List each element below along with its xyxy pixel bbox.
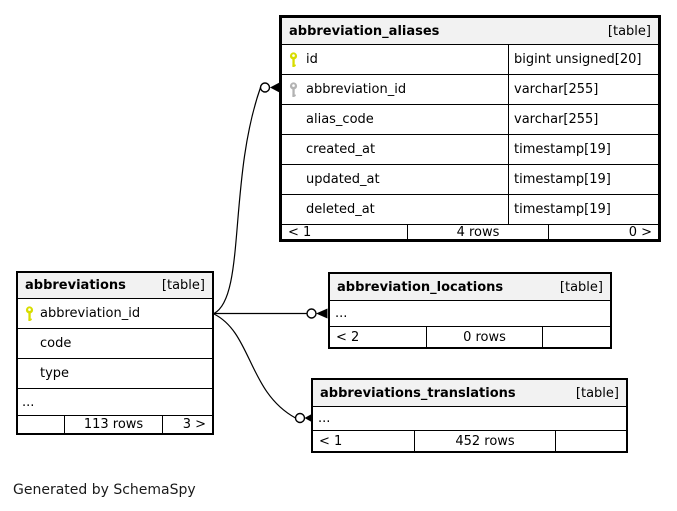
column-name: type — [40, 366, 70, 381]
table-tag: [table] — [607, 23, 651, 39]
column-row: id bigint unsigned[20] — [282, 45, 658, 75]
arrowhead-icon — [316, 308, 328, 319]
column-row-ellipsis: ... — [18, 389, 212, 416]
column-name: ... — [335, 306, 348, 321]
column-name: ... — [22, 394, 35, 410]
column-row-ellipsis: ... — [330, 301, 610, 327]
column-row: deleted_at timestamp[19] — [282, 195, 658, 225]
table-footer: < 1 4 rows 0 > — [282, 225, 658, 239]
column-row: type — [18, 359, 212, 389]
table-node-abbreviations-translations[interactable]: abbreviations_translations [table] ... <… — [311, 378, 628, 453]
column-type: varchar[255] — [508, 105, 658, 134]
table-title[interactable]: abbreviation_locations — [337, 279, 504, 295]
footer-related-right: 3 > — [182, 417, 206, 432]
edge-abbreviations-to-aliases — [213, 87, 262, 315]
column-row: alias_code varchar[255] — [282, 105, 658, 135]
table-footer: < 1 452 rows — [313, 431, 626, 451]
edge-odot-icon — [294, 412, 306, 424]
footer-row-count: 113 rows — [64, 416, 163, 433]
table-node-abbreviations[interactable]: abbreviations [table] abbreviation_id co… — [16, 271, 214, 435]
column-row: abbreviation_id — [18, 299, 212, 329]
column-row: abbreviation_id varchar[255] — [282, 75, 658, 105]
table-title[interactable]: abbreviations_translations — [320, 385, 516, 401]
edge-abbreviations-to-translations — [213, 313, 296, 419]
column-name: abbreviation_id — [306, 82, 407, 97]
footer-related-right — [543, 327, 610, 347]
column-name: ... — [318, 411, 331, 426]
foreign-key-icon — [289, 81, 298, 97]
generated-by-note: Generated by SchemaSpy — [13, 482, 196, 498]
column-row: created_at timestamp[19] — [282, 135, 658, 165]
primary-key-icon — [25, 305, 34, 321]
column-name: abbreviation_id — [40, 306, 141, 321]
table-tag: [table] — [559, 279, 603, 295]
table-tag: [table] — [161, 278, 205, 293]
table-header: abbreviations [table] — [18, 273, 212, 299]
column-type: timestamp[19] — [508, 165, 658, 194]
footer-related-left: < 1 — [288, 224, 312, 240]
footer-row-count: 452 rows — [414, 431, 556, 451]
column-name: updated_at — [306, 172, 380, 187]
column-row: code — [18, 329, 212, 359]
table-header: abbreviations_translations [table] — [313, 380, 626, 407]
column-name: deleted_at — [306, 202, 375, 217]
column-type: bigint unsigned[20] — [508, 45, 658, 74]
primary-key-icon — [289, 51, 298, 67]
footer-related-right: 0 > — [628, 224, 652, 240]
table-node-abbreviation-aliases[interactable]: abbreviation_aliases [table] id bigint u… — [279, 15, 661, 242]
table-footer: 113 rows 3 > — [18, 416, 212, 433]
footer-related-left: < 1 — [319, 433, 343, 449]
footer-row-count: 4 rows — [407, 225, 549, 239]
column-type: timestamp[19] — [508, 135, 658, 164]
table-title[interactable]: abbreviations — [25, 278, 126, 293]
footer-related-left: < 2 — [336, 329, 360, 345]
footer-related-left — [18, 416, 64, 433]
column-row: updated_at timestamp[19] — [282, 165, 658, 195]
table-node-abbreviation-locations[interactable]: abbreviation_locations [table] ... < 2 0… — [328, 272, 612, 349]
table-header: abbreviation_aliases [table] — [282, 18, 658, 45]
column-name: alias_code — [306, 112, 374, 127]
table-header: abbreviation_locations [table] — [330, 274, 610, 301]
footer-row-count: 0 rows — [426, 327, 543, 347]
column-name: code — [40, 336, 72, 351]
column-row-ellipsis: ... — [313, 407, 626, 431]
column-type: timestamp[19] — [508, 195, 658, 224]
footer-related-right — [556, 431, 626, 451]
edge-odot-icon — [306, 308, 317, 319]
column-name: id — [306, 52, 318, 67]
column-type: varchar[255] — [508, 75, 658, 104]
table-title[interactable]: abbreviation_aliases — [289, 23, 440, 39]
table-footer: < 2 0 rows — [330, 327, 610, 347]
column-name: created_at — [306, 142, 376, 157]
table-tag: [table] — [575, 385, 619, 401]
edge-odot-icon — [259, 82, 271, 93]
